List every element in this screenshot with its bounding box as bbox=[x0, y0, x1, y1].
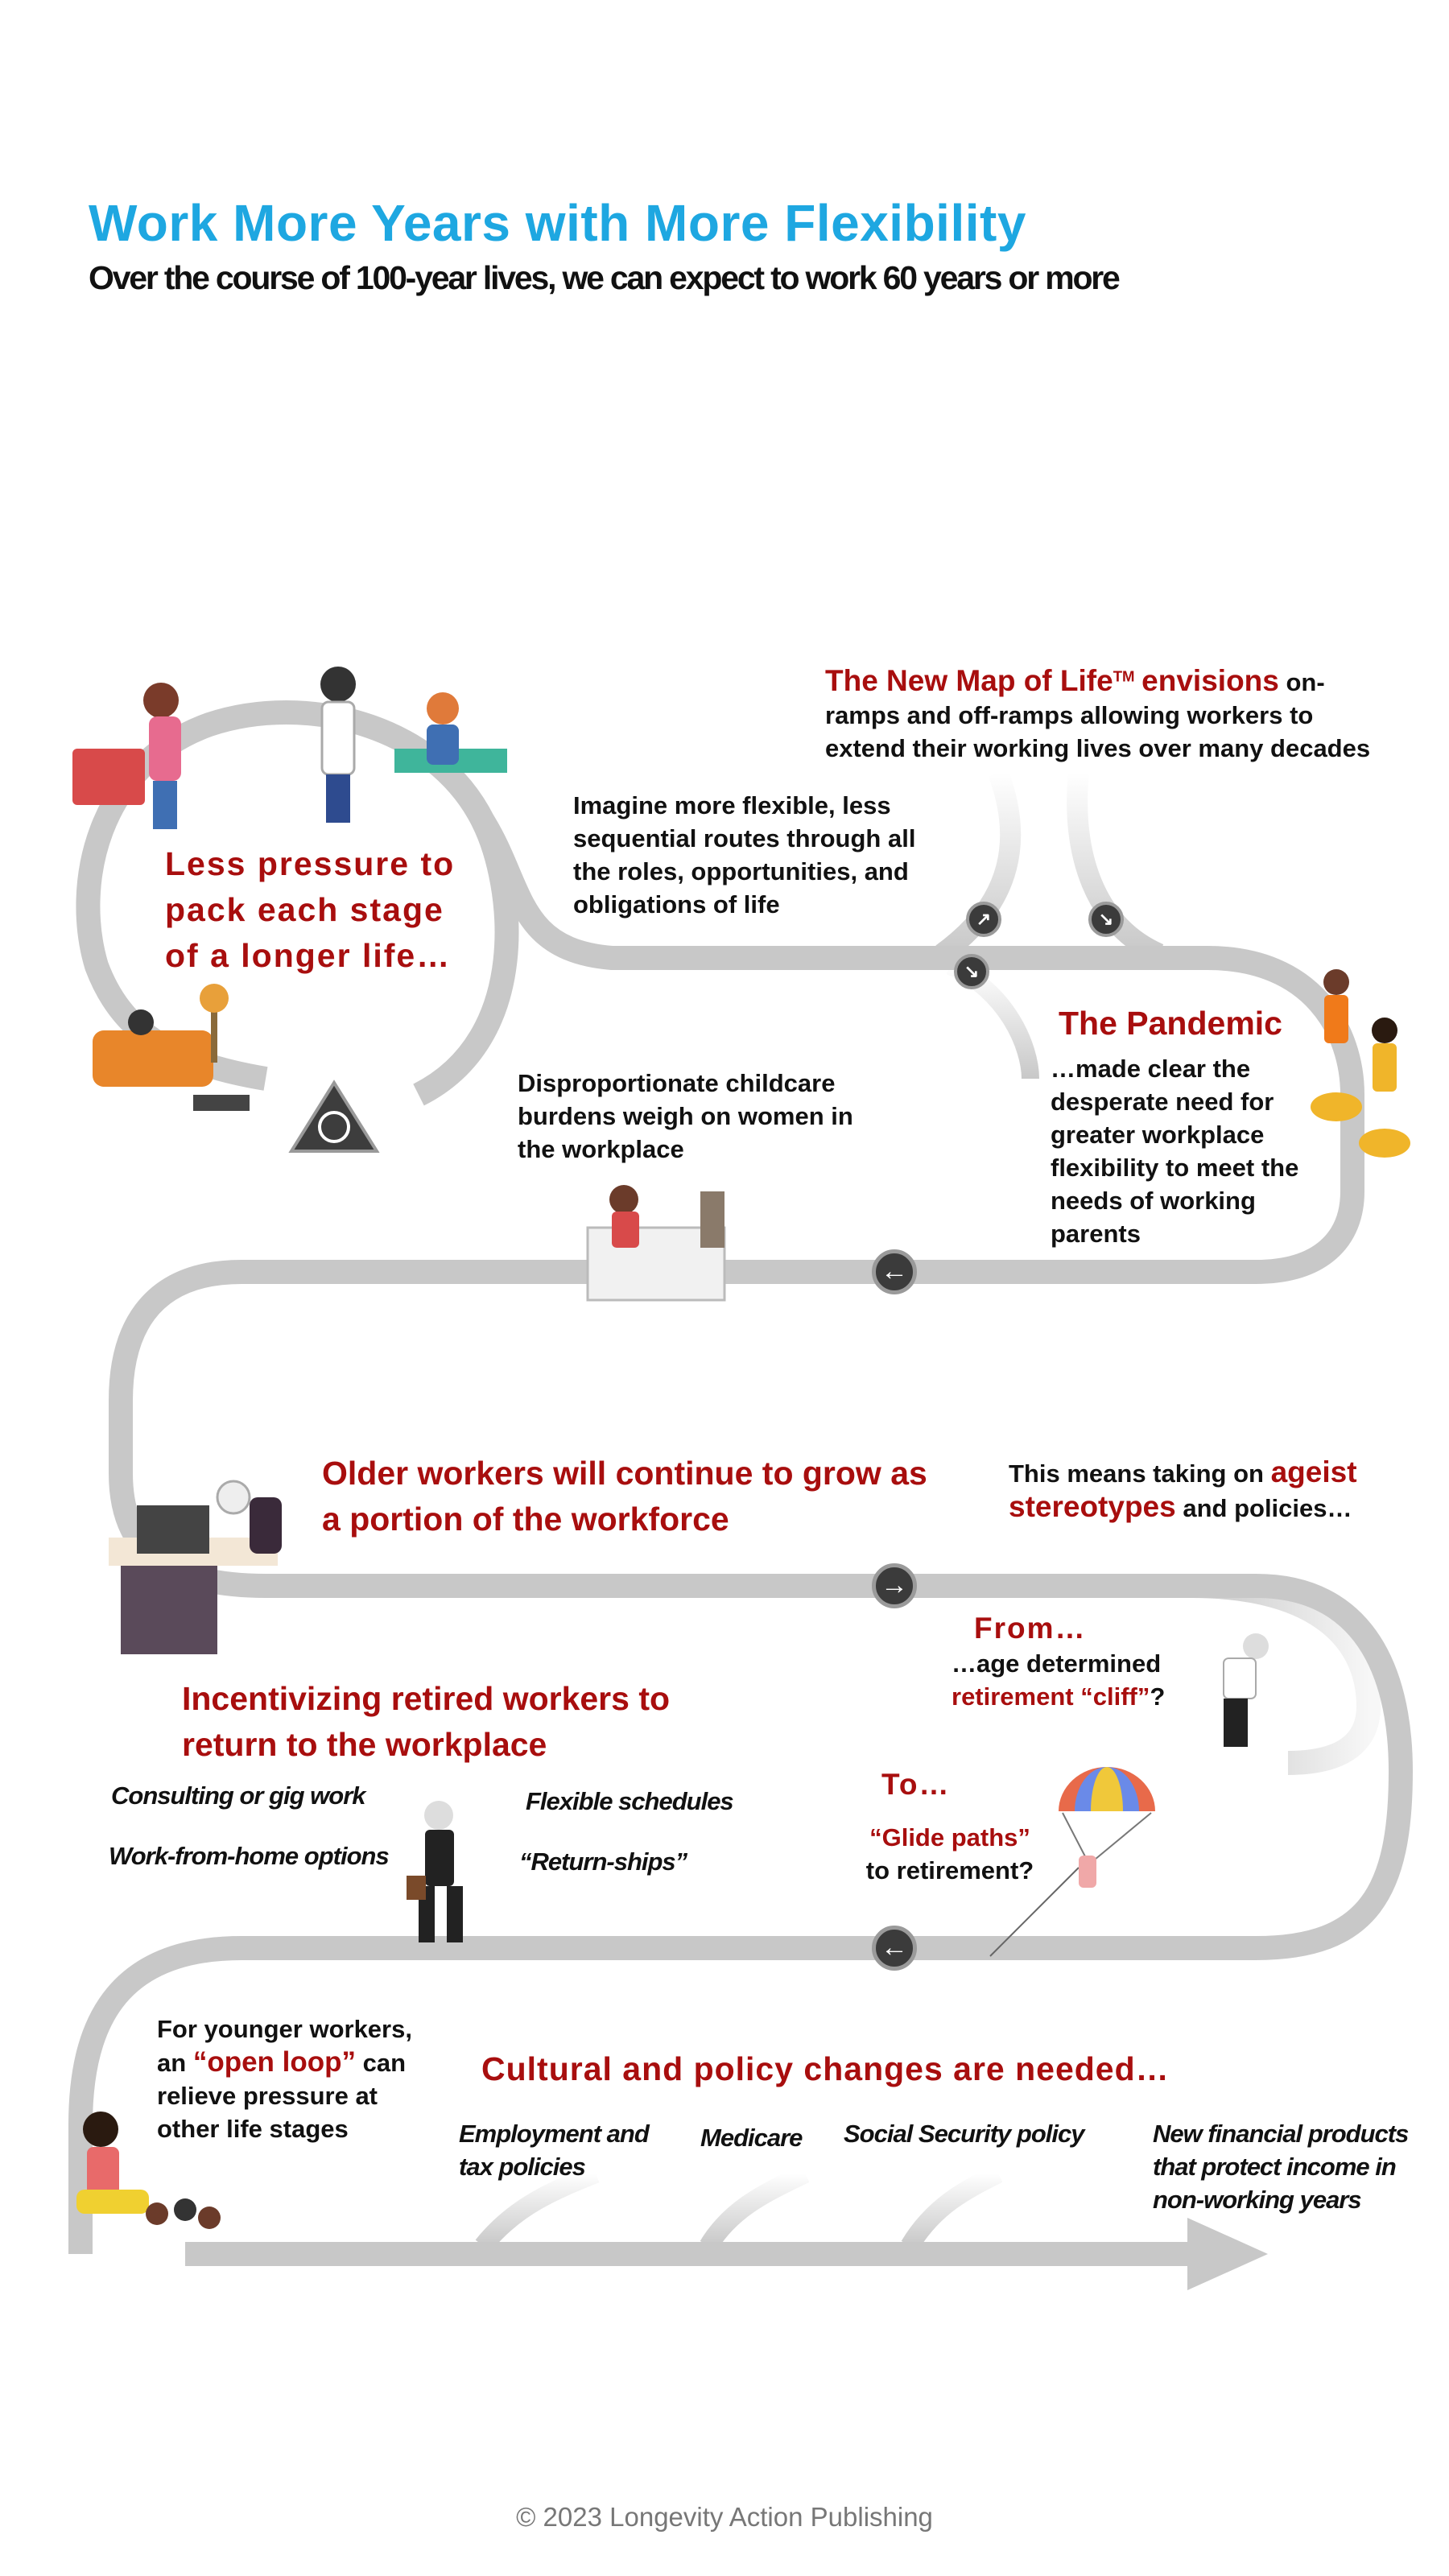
road-segment-1 bbox=[109, 815, 1364, 1598]
cultural-heading: Cultural and policy changes are needed… bbox=[481, 2050, 1170, 2087]
on-ramp-arrow-icon-2: ↘ bbox=[1088, 902, 1124, 937]
ageist-block: This means taking on ageist stereotypes … bbox=[1009, 1455, 1379, 1525]
incentive-item-return-ships: “Return-ships” bbox=[519, 1847, 687, 1876]
new-map-heading: The New Map of Life bbox=[825, 664, 1113, 697]
on-ramp-1 bbox=[935, 769, 1022, 963]
to-heading: To… bbox=[881, 1768, 951, 1801]
policy-item-social-security: Social Security policy bbox=[844, 2120, 1084, 2148]
on-ramp-arrow-icon-1: ↗ bbox=[966, 902, 1001, 937]
policy-item-medicare: Medicare bbox=[700, 2124, 803, 2152]
incentive-item-flexible-schedules: Flexible schedules bbox=[526, 1787, 734, 1815]
glide-path-rope bbox=[989, 1867, 1080, 1957]
on-ramp-2 bbox=[1067, 771, 1164, 964]
family-sofa-illustration bbox=[93, 984, 250, 1111]
ageist-prefix: This means taking on bbox=[1009, 1459, 1264, 1488]
musician-family-illustration bbox=[76, 2112, 221, 2229]
road-direction-right-button: → bbox=[872, 1563, 917, 1608]
doctor-patient-illustration bbox=[320, 667, 507, 823]
imagine-text: Imagine more flexible, less sequential r… bbox=[573, 791, 916, 919]
pandemic-workers-illustration bbox=[1311, 969, 1410, 1158]
to-block: “Glide paths” to retirement? bbox=[845, 1821, 1055, 1887]
policy-ramp-2 bbox=[700, 2165, 810, 2252]
from-highlight: retirement “cliff” bbox=[952, 1682, 1150, 1711]
road-direction-left-button-1: ← bbox=[872, 1249, 917, 1294]
life-loop-path bbox=[76, 700, 519, 1106]
new-map-trademark: TM bbox=[1113, 667, 1135, 685]
younger-suffix: can relieve pressure at other life stage… bbox=[157, 2049, 407, 2143]
road-arrowhead bbox=[1187, 2218, 1268, 2290]
shopping-mother-illustration bbox=[72, 683, 181, 829]
from-prefix: …age determined bbox=[952, 1649, 1162, 1678]
incentive-item-work-from-home: Work-from-home options bbox=[109, 1842, 390, 1870]
new-map-text: ramps and off-ramps allowing workers to … bbox=[825, 701, 1371, 762]
to-suffix: to retirement? bbox=[865, 1856, 1034, 1885]
policy-item-financial-products: New financial products that protect inco… bbox=[1153, 2120, 1409, 2214]
policy-ramp-1 bbox=[475, 2164, 600, 2252]
incentivizing-heading: Incentivizing retired workers to return … bbox=[182, 1680, 671, 1763]
copyright-footer: © 2023 Longevity Action Publishing bbox=[516, 2502, 933, 2532]
off-ramp-arrow-icon: ↘ bbox=[954, 954, 989, 989]
loop-heading: Less pressure to pack each stage of a lo… bbox=[165, 845, 456, 974]
new-map-heading-verb: envisions bbox=[1141, 664, 1279, 697]
page-title: Work More Years with More Flexibility bbox=[89, 194, 1026, 252]
road-segment-2 bbox=[68, 1574, 1414, 2254]
incentive-item-consulting: Consulting or gig work bbox=[111, 1781, 366, 1810]
page-subtitle: Over the course of 100-year lives, we ca… bbox=[89, 259, 1121, 296]
recycle-sign-icon bbox=[288, 1080, 380, 1153]
younger-workers-block: For younger workers, an “open loop” can … bbox=[157, 2013, 431, 2145]
younger-prefix: For younger workers, an bbox=[157, 2015, 412, 2077]
new-map-block: The New Map of LifeTM envisions on-ramps… bbox=[825, 664, 1373, 765]
older-worker-desk-illustration bbox=[109, 1480, 282, 1654]
from-suffix: ? bbox=[1150, 1682, 1166, 1711]
from-heading: From… bbox=[974, 1612, 1087, 1645]
road-direction-left-button-2: ← bbox=[872, 1926, 917, 1971]
new-map-text-start: on- bbox=[1286, 668, 1325, 696]
policy-item-employment-tax: Employment and tax policies bbox=[459, 2120, 650, 2181]
woman-child-table-illustration bbox=[586, 1185, 726, 1302]
from-block: …age determined retirement “cliff”? bbox=[952, 1647, 1209, 1713]
pandemic-heading: The Pandemic bbox=[1059, 1005, 1282, 1042]
policy-ramp-3 bbox=[901, 2165, 1003, 2252]
jumping-man-illustration bbox=[1223, 1633, 1269, 1747]
walking-retiree-illustration bbox=[407, 1801, 463, 1942]
pandemic-text: …made clear the desperate need for great… bbox=[1051, 1055, 1299, 1248]
younger-highlight: “open loop” bbox=[192, 2046, 357, 2078]
older-workers-heading: Older workers will continue to grow as a… bbox=[322, 1455, 927, 1538]
ageist-highlight: ageist stereotypes bbox=[1009, 1455, 1357, 1523]
to-highlight: “Glide paths” bbox=[869, 1823, 1030, 1852]
ageist-suffix: and policies… bbox=[1183, 1494, 1352, 1522]
retirement-cliff-break bbox=[1191, 1574, 1381, 1775]
childcare-text: Disproportionate childcare burdens weigh… bbox=[518, 1069, 853, 1163]
parachute-illustration bbox=[1059, 1767, 1155, 1888]
